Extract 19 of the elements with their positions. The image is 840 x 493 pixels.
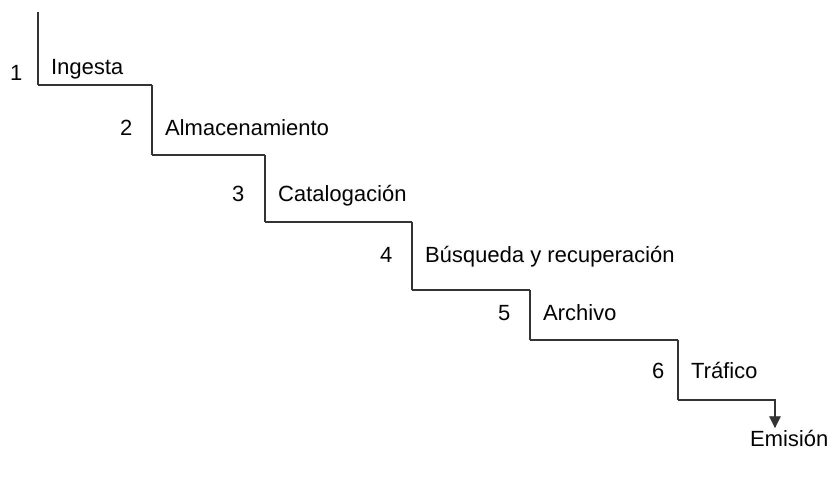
step-number: 4 — [380, 244, 392, 266]
step-label: Búsqueda y recuperación — [425, 244, 674, 266]
step-line — [530, 339, 678, 341]
step-line — [152, 154, 265, 156]
step-label: Catalogación — [278, 183, 406, 205]
step-number: 2 — [120, 117, 132, 139]
step-line — [412, 289, 530, 291]
step-label: Tráfico — [691, 360, 758, 382]
step-label: Ingesta — [51, 56, 124, 78]
step-line — [38, 84, 152, 86]
step-number: 5 — [498, 302, 510, 324]
step-label: Emisión — [750, 428, 828, 450]
step-number: 1 — [10, 62, 22, 84]
step-label: Almacenamiento — [165, 117, 329, 139]
step-label: Archivo — [543, 302, 616, 324]
arrow — [678, 399, 781, 428]
step-line — [265, 221, 412, 223]
step-number: 3 — [232, 183, 244, 205]
step-number: 6 — [652, 360, 664, 382]
